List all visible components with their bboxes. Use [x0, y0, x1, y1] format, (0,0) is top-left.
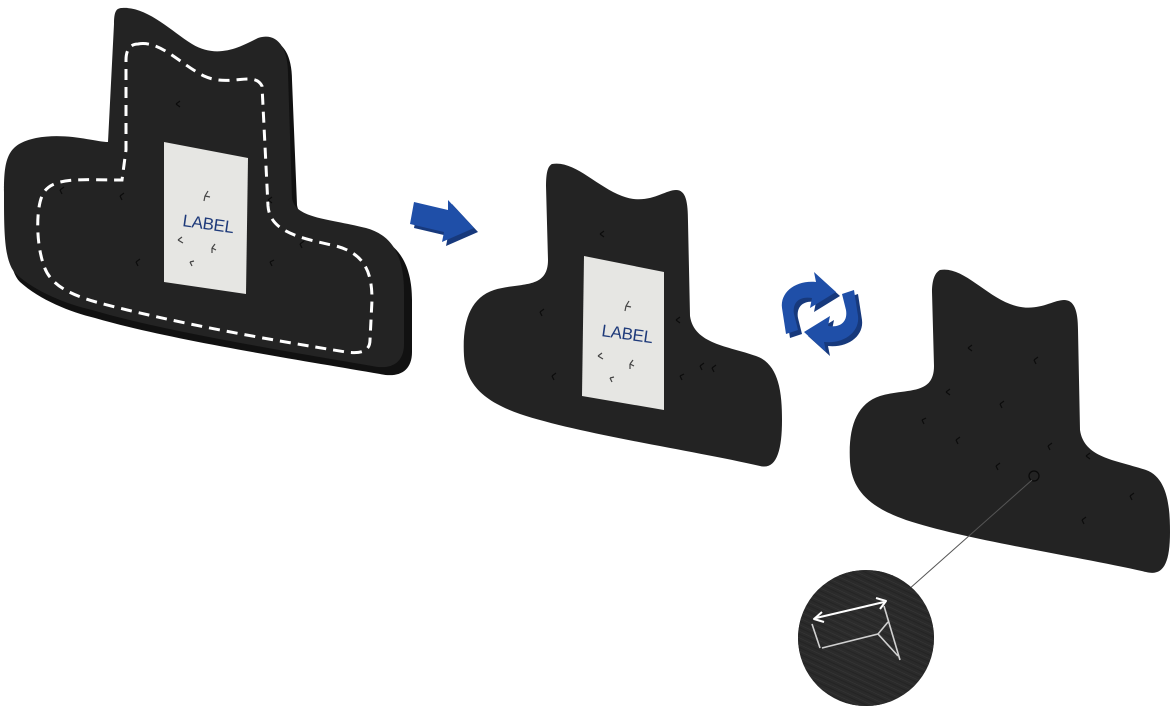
- stitched-panel: LABEL: [4, 8, 412, 375]
- label-patch: LABEL: [164, 142, 248, 294]
- labeled-panel: LABEL: [464, 164, 782, 467]
- flip-rotate-icon: [782, 272, 862, 356]
- right-arrow-icon: [410, 200, 478, 246]
- magnify-circle: [798, 570, 934, 706]
- label-patch-2: LABEL: [582, 256, 664, 410]
- back-panel: [850, 270, 1170, 573]
